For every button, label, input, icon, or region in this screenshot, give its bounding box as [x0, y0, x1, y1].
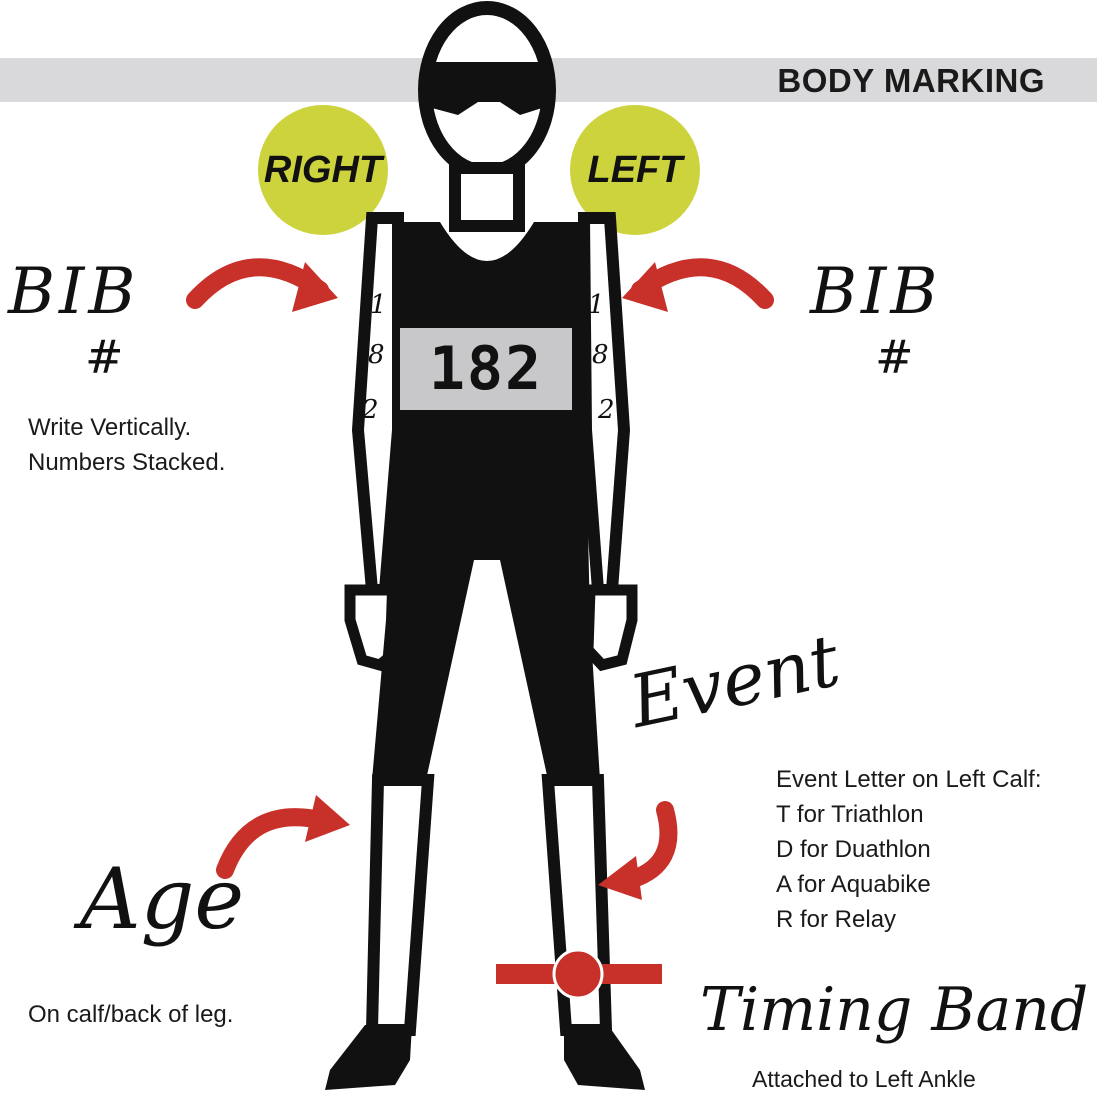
right-arm-digit: 1	[370, 290, 387, 320]
age-label: Age	[80, 850, 244, 948]
bib-instruction-line: Write Vertically.	[28, 410, 225, 445]
event-instruction-line: Event Letter on Left Calf:	[776, 762, 1042, 797]
timing-band-label: Timing Band	[700, 975, 1088, 1045]
left-arm-digit: 2	[598, 395, 615, 425]
left-shoe	[564, 1025, 645, 1090]
bib-instruction-line: Numbers Stacked.	[28, 445, 225, 480]
timing-chip-icon	[554, 950, 602, 998]
bib-left-hash: #	[875, 330, 914, 384]
right-arm-digit: 8	[368, 340, 385, 370]
left-hand	[588, 590, 632, 665]
right-shoe	[325, 1025, 412, 1090]
tri-suit	[372, 222, 600, 780]
bib-right-hash: #	[85, 330, 124, 384]
event-instruction-line: A for Aquabike	[776, 867, 1042, 902]
left-arm-digit: 8	[592, 340, 609, 370]
age-note: On calf/back of leg.	[28, 997, 233, 1032]
bib-instructions: Write Vertically. Numbers Stacked.	[28, 410, 225, 480]
right-arm-digit: 2	[362, 395, 379, 425]
right-lower-leg	[372, 780, 428, 1030]
event-instruction-line: D for Duathlon	[776, 832, 1042, 867]
event-instruction-line: T for Triathlon	[776, 797, 1042, 832]
race-bib-number: 182	[400, 328, 572, 410]
bib-left-label: BIB	[810, 255, 941, 329]
neck	[455, 168, 519, 226]
timing-band-note: Attached to Left Ankle	[752, 1062, 976, 1097]
event-instructions: Event Letter on Left Calf: T for Triathl…	[776, 762, 1042, 937]
bib-right-label: BIB	[8, 255, 139, 329]
event-instruction-line: R for Relay	[776, 902, 1042, 937]
left-arm-digit: 1	[588, 290, 605, 320]
